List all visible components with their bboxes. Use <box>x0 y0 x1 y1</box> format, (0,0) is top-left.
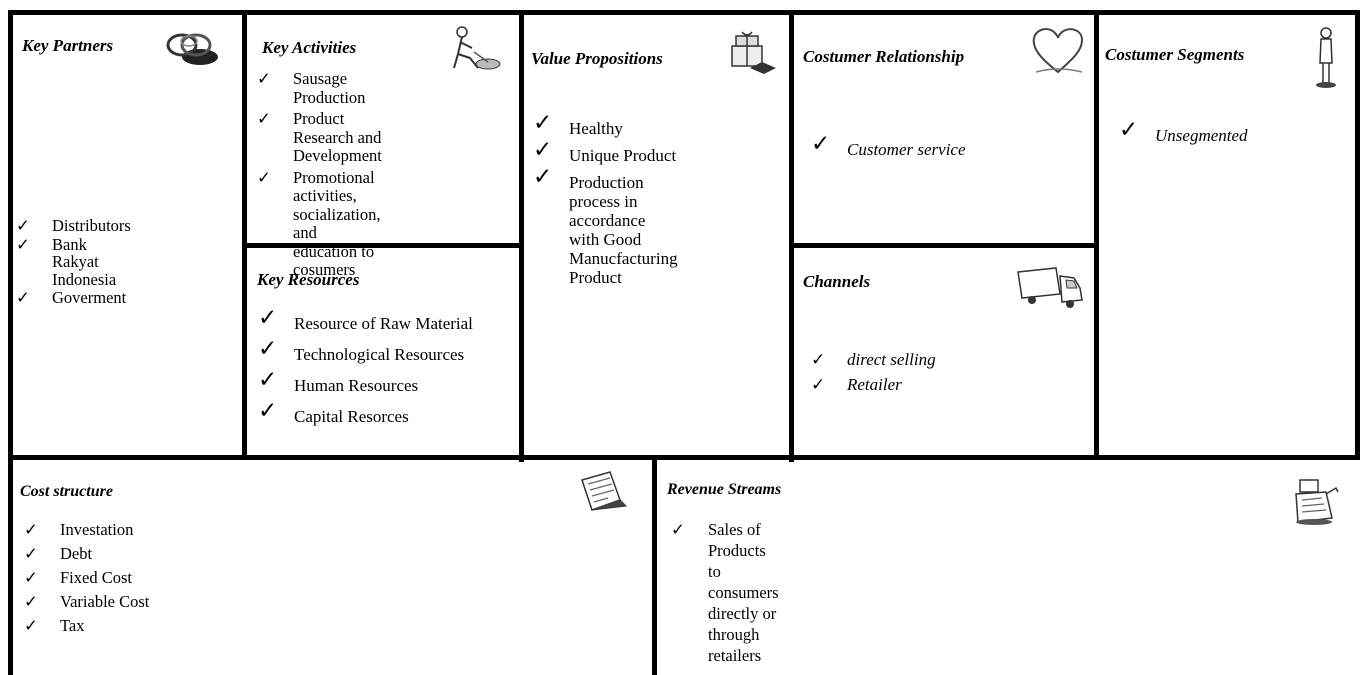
revenue-streams-title: Revenue Streams <box>667 481 782 498</box>
worker-icon <box>453 26 501 70</box>
check-icon: ✓ <box>258 398 278 423</box>
channels-list: ✓direct selling ✓Retailer <box>811 350 936 395</box>
key-activities-title: Key Activities <box>262 38 357 57</box>
check-icon: ✓ <box>258 336 278 361</box>
check-icon: ✓ <box>811 350 826 369</box>
check-icon: ✓ <box>257 167 271 187</box>
list-item: ✓Debt <box>24 544 93 563</box>
receipt-icon <box>581 471 628 511</box>
border-right <box>1355 10 1360 460</box>
check-icon: ✓ <box>24 568 38 587</box>
revenue-streams-list: ✓Sales of Products to consumers directly… <box>671 519 779 666</box>
divider-activities-value <box>519 10 524 462</box>
list-item: ✓Product Research and Development <box>257 109 382 165</box>
value-propositions-title: Value Propositions <box>531 49 663 68</box>
list-item: ✓Promotional activities, socialization, … <box>257 167 381 279</box>
check-icon: ✓ <box>16 288 30 307</box>
divider-value-relationship <box>789 10 794 462</box>
check-icon: ✓ <box>811 131 831 156</box>
check-icon: ✓ <box>258 305 278 330</box>
check-icon: ✓ <box>811 375 826 394</box>
check-icon: ✓ <box>24 544 38 563</box>
check-icon: ✓ <box>533 110 553 135</box>
check-icon: ✓ <box>24 520 38 539</box>
check-icon: ✓ <box>533 137 553 162</box>
list-item: ✓Healthy <box>533 110 623 138</box>
divider-relationship-channels <box>789 243 1099 248</box>
customer-segments-title: Costumer Segments <box>1105 45 1245 64</box>
list-item: ✓Investation <box>24 520 134 539</box>
key-activities-list: ✓Sausage Production ✓Product Research an… <box>257 69 382 280</box>
customer-segments-list: ✓Unsegmented <box>1119 117 1248 146</box>
list-item: ✓Sales of Products to consumers directly… <box>671 520 779 665</box>
list-item: ✓Resource of Raw Material <box>258 305 473 333</box>
list-item: ✓Unsegmented <box>1119 117 1248 145</box>
check-icon: ✓ <box>16 216 30 235</box>
list-item: ✓Customer service <box>811 131 966 159</box>
check-icon: ✓ <box>258 367 278 392</box>
customer-relationship-title: Costumer Relationship <box>803 47 965 66</box>
list-item: ✓Sausage Production <box>257 69 366 107</box>
list-item: ✓Tax <box>24 616 85 635</box>
list-item: ✓Distributors <box>16 216 131 235</box>
channels-title: Channels <box>803 272 871 291</box>
list-item: ✓Fixed Cost <box>24 568 132 587</box>
heart-icon <box>1032 28 1084 74</box>
value-propositions-list: ✓Healthy ✓Unique Product ✓Production pro… <box>533 110 678 287</box>
check-icon: ✓ <box>671 520 685 539</box>
border-left <box>8 10 13 675</box>
cost-structure-title: Cost structure <box>20 483 113 500</box>
list-item: ✓Goverment <box>16 288 127 307</box>
divider-top-bottom <box>8 455 1360 460</box>
list-item: ✓Bank Rakyat Indonesia <box>16 234 117 289</box>
list-item: ✓direct selling <box>811 350 936 369</box>
cost-structure-list: ✓Investation ✓Debt ✓Fixed Cost ✓Variable… <box>24 520 149 636</box>
truck-icon <box>1017 267 1083 308</box>
list-item: ✓Variable Cost <box>24 592 150 611</box>
gift-icon <box>731 31 776 74</box>
key-partners-list: ✓Distributors ✓Bank Rakyat Indonesia ✓Go… <box>16 217 131 307</box>
list-item: ✓Production process in accordance with G… <box>533 164 678 287</box>
divider-activities-resources <box>242 243 524 248</box>
key-partners-title: Key Partners <box>22 36 114 55</box>
check-icon: ✓ <box>24 592 38 611</box>
list-item: ✓Technological Resources <box>258 336 465 364</box>
check-icon: ✓ <box>1119 117 1139 142</box>
check-icon: ✓ <box>24 616 38 635</box>
check-icon: ✓ <box>533 164 553 189</box>
divider-channels-segments <box>1094 10 1099 460</box>
chain-links-icon <box>166 33 218 65</box>
list-item: ✓Unique Product <box>533 137 677 165</box>
key-resources-title: Key Resources <box>257 270 360 289</box>
customer-relationship-list: ✓Customer service <box>811 131 966 160</box>
cash-register-icon <box>1295 479 1339 525</box>
divider-partners-activities <box>242 10 247 460</box>
list-item: ✓Retailer <box>811 375 902 394</box>
key-resources-list: ✓Resource of Raw Material ✓Technological… <box>258 305 473 427</box>
check-icon: ✓ <box>257 69 271 88</box>
divider-cost-revenue <box>652 458 657 675</box>
check-icon: ✓ <box>16 234 30 254</box>
list-item: ✓Capital Resorces <box>258 398 409 426</box>
person-icon <box>1316 27 1336 88</box>
check-icon: ✓ <box>257 109 271 128</box>
border-top <box>8 10 1360 15</box>
list-item: ✓Human Resources <box>258 367 419 395</box>
